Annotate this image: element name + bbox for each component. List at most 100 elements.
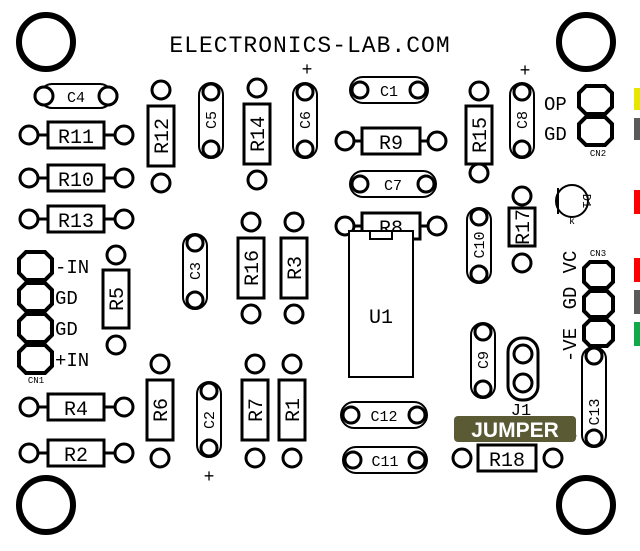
capacitor-C10: C10 [466,207,492,284]
resistor-R5: R5 [101,244,131,356]
cn3-pin-label-vc: VC [560,251,582,274]
capacitor-C4: C4 [33,83,119,109]
wire-green-ve [634,322,640,346]
capacitor-C9: C9 [470,322,496,399]
jumper-badge: JUMPER [454,416,576,442]
capacitor-C1: C1 [349,76,429,104]
label-C11: C11 [371,454,398,471]
jumper-J1: J1 [506,336,540,421]
board-title: ELECTRONICS-LAB.COM [169,33,450,59]
label-CN2: CN2 [590,149,606,159]
label-U1: U1 [369,307,393,330]
wire-red-diode [634,190,640,214]
label-R15: R15 [470,117,493,153]
label-C1: C1 [380,84,398,101]
cn1-pin-label-gd-2: GD [55,319,78,341]
resistor-R11: R11 [18,120,135,150]
label-CN1: CN1 [28,376,44,386]
label-C3: C3 [188,262,205,280]
resistor-R18: R18 [451,443,564,473]
capacitor-C5: C5 [198,82,224,159]
connector-CN1: -IN GD GD +IN CN1 [17,250,89,386]
label-C5: C5 [204,111,221,129]
capacitor-C3: C3 [182,233,208,310]
polarity-plus-C6: + [302,61,313,81]
label-R17: R17 [513,209,536,245]
label-R18: R18 [489,450,525,473]
resistor-R14: R14 [242,77,272,191]
capacitor-C12: C12 [340,401,428,429]
label-C12: C12 [370,409,397,426]
connector-CN2: OP GD CN2 [544,84,614,159]
wire-yellow-op [634,88,640,110]
jumper-badge-text: JUMPER [471,419,559,442]
label-C2: C2 [202,411,219,429]
resistor-R2: R2 [18,438,135,468]
label-R1: R1 [283,398,306,422]
cn1-pin-label-gd-1: GD [55,288,78,310]
label-R2: R2 [64,445,88,468]
label-C13: C13 [587,398,604,425]
resistor-R16: R16 [236,211,266,325]
label-R10: R10 [58,170,94,193]
wire-red-vc [634,258,640,282]
mounting-hole-bottom-right [556,475,616,535]
label-C8: C8 [515,111,532,129]
label-C6: C6 [298,111,315,129]
mounting-hole-bottom-left [16,475,76,535]
label-C4: C4 [67,90,85,107]
label-R6: R6 [151,398,174,422]
mounting-hole-top-right [556,12,616,72]
polarity-plus-C8: + [520,62,531,82]
capacitor-C8: + C8 [509,62,535,159]
resistor-R15: R15 [464,80,494,184]
wire-gray-gd-cn3 [634,290,640,314]
cn1-pin-label-neg-in: -IN [55,257,89,279]
label-R13: R13 [58,211,94,234]
label-CN3: CN3 [590,249,606,259]
cn3-pin-label-neg-ve: -VE [560,328,582,362]
label-C10: C10 [472,231,489,258]
resistor-R9: R9 [334,126,448,156]
label-R14: R14 [248,116,271,152]
label-R5: R5 [107,287,130,311]
mounting-holes [16,12,616,535]
resistor-R13: R13 [18,204,135,234]
capacitor-C6: + C6 [292,61,318,159]
resistor-R17: R17 [507,185,537,274]
cn1-pin-label-pos-in: +IN [55,350,89,372]
diode-D1: D1 k [555,184,593,228]
cn2-pin-label-gd: GD [544,124,567,146]
diode-cathode-mark: k [569,216,575,228]
resistor-R4: R4 [18,392,135,422]
resistor-R3: R3 [279,211,309,325]
capacitor-C7: C7 [349,170,437,198]
label-R12: R12 [152,118,175,154]
polarity-plus-C2: + [204,468,215,488]
resistor-R12: R12 [146,79,176,194]
label-R11: R11 [58,127,94,150]
resistor-R1: R1 [277,353,307,469]
label-R7: R7 [246,398,269,422]
capacitor-C2: C2 + [196,381,222,488]
label-C7: C7 [384,178,402,195]
cn2-pin-label-op: OP [544,94,567,116]
resistor-R6: R6 [145,353,175,469]
resistor-R7: R7 [240,353,270,469]
cn3-pin-label-gd: GD [560,287,582,310]
label-R9: R9 [379,133,403,156]
capacitor-C11: C11 [342,446,428,474]
label-D1: D1 [579,194,593,208]
label-C9: C9 [476,351,493,369]
mounting-hole-top-left [16,12,76,72]
label-R4: R4 [64,399,88,422]
label-R16: R16 [242,250,265,286]
resistor-R10: R10 [18,163,135,193]
connector-CN3: CN3 VC GD -VE [560,249,615,362]
ic-U1: U1 [348,230,414,378]
wire-gray-gd [634,118,640,140]
label-R3: R3 [285,256,308,280]
